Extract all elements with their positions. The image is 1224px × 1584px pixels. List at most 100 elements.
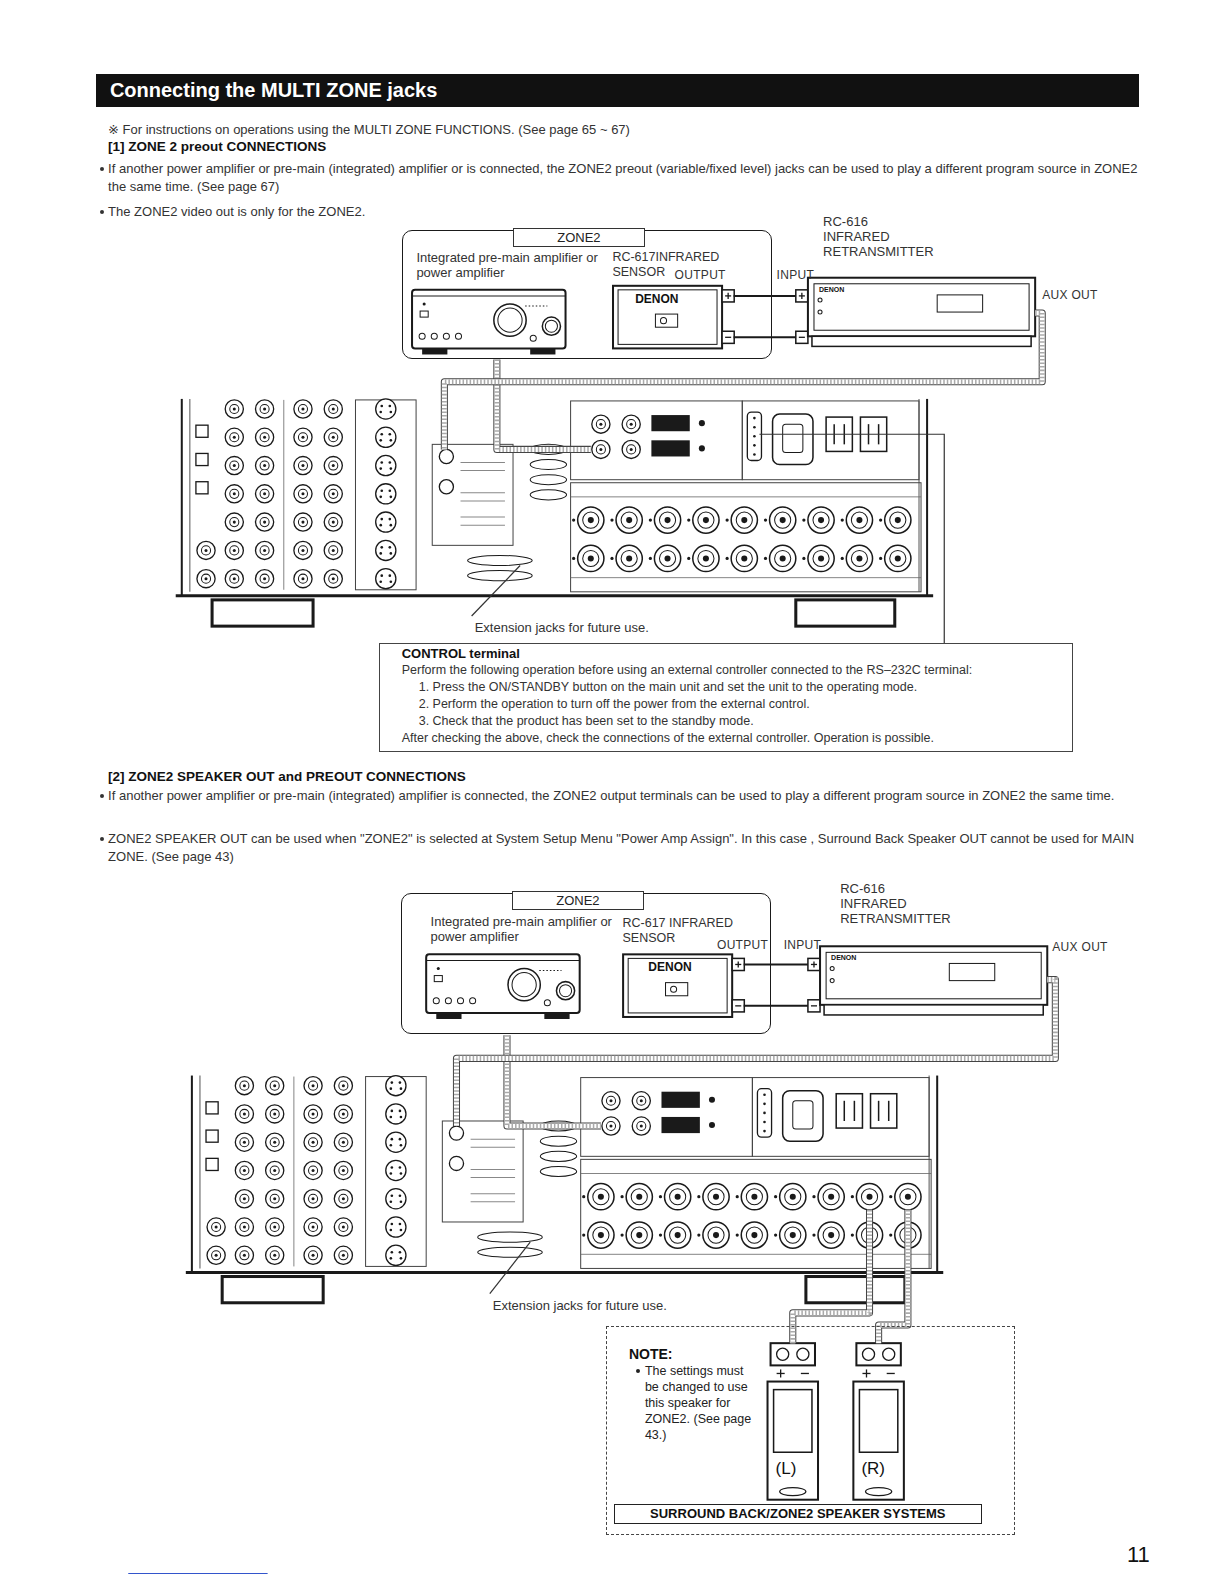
rca-jack bbox=[263, 464, 266, 467]
panel-edge bbox=[926, 399, 928, 596]
rca-jack bbox=[260, 404, 269, 413]
rca-jack bbox=[324, 541, 342, 559]
s-video-pin bbox=[390, 1116, 393, 1119]
speaker-terminal bbox=[593, 1227, 609, 1243]
speaker-cabinet bbox=[859, 1390, 897, 1453]
s-video-jack bbox=[376, 484, 396, 504]
rca-jack bbox=[235, 1105, 253, 1123]
speaker-clip bbox=[651, 415, 689, 431]
zone-label: ZONE2 bbox=[512, 891, 644, 910]
speaker-terminal bbox=[818, 517, 824, 523]
amplifier-body bbox=[412, 295, 566, 296]
amplifier-body bbox=[412, 290, 566, 349]
rca-jack bbox=[233, 521, 236, 524]
amplifier-body bbox=[426, 954, 580, 1013]
speaker-terminal bbox=[741, 1222, 767, 1248]
terminal-dot bbox=[697, 1233, 700, 1236]
speaker-terminal bbox=[905, 1194, 911, 1200]
terminal-dot bbox=[697, 1195, 700, 1198]
control-jack-block bbox=[442, 1121, 523, 1222]
speaker-terminal bbox=[797, 1348, 809, 1360]
panel-edge bbox=[199, 1076, 200, 1269]
s-video-pin bbox=[380, 518, 383, 521]
rca-jack bbox=[225, 513, 243, 531]
s-video-jack bbox=[386, 1217, 406, 1237]
rca-jack bbox=[599, 448, 602, 451]
terminal-sign bbox=[799, 337, 805, 338]
rca-jack bbox=[329, 461, 338, 470]
terminal-label: INPUT bbox=[777, 268, 815, 282]
terminal-dot bbox=[774, 1195, 777, 1198]
rca-jack bbox=[622, 415, 640, 433]
wire-terminal bbox=[808, 1000, 820, 1012]
rca-jack bbox=[309, 1109, 318, 1118]
rca-jack bbox=[230, 518, 239, 527]
s-video-pin bbox=[391, 1251, 394, 1254]
terminal-dot bbox=[802, 518, 805, 521]
speaker-cabinet bbox=[774, 1390, 812, 1453]
rca-jack bbox=[342, 1169, 345, 1172]
rca-jack bbox=[339, 1166, 348, 1175]
rca-jack bbox=[230, 574, 239, 583]
s-video-pin bbox=[399, 1194, 402, 1197]
amplifier bbox=[426, 954, 580, 1019]
s-video-pin bbox=[389, 489, 392, 492]
speaker-terminal bbox=[698, 550, 714, 566]
port-pin bbox=[763, 1093, 766, 1096]
sensor-body bbox=[628, 958, 727, 1013]
rca-jack bbox=[266, 1190, 284, 1208]
rca-jack bbox=[298, 574, 307, 583]
rca-jack bbox=[212, 1251, 221, 1260]
leader-line bbox=[759, 434, 944, 643]
rca-jack bbox=[309, 1081, 318, 1090]
s-video-pin bbox=[379, 524, 382, 527]
indicator bbox=[423, 302, 426, 305]
terminal-sign bbox=[813, 961, 814, 967]
speaker-terminal bbox=[890, 512, 906, 528]
caption-text: SURROUND BACK/ZONE2 SPEAKER SYSTEMS bbox=[615, 1505, 981, 1523]
s-video-pin bbox=[379, 496, 382, 499]
speaker-terminal bbox=[703, 1184, 729, 1210]
rca-jack bbox=[596, 445, 605, 454]
speaker-terminal bbox=[731, 545, 757, 571]
rca-jack bbox=[339, 1251, 348, 1260]
rca-jack bbox=[298, 404, 307, 413]
speaker-terminal bbox=[670, 1227, 686, 1243]
s-video-jack bbox=[386, 1189, 406, 1209]
speaker-terminal bbox=[626, 517, 632, 523]
rca-jack bbox=[637, 1096, 646, 1105]
print-line bbox=[471, 1201, 515, 1202]
rca-jack bbox=[266, 1105, 284, 1123]
s-video-pin bbox=[379, 467, 382, 470]
small-knob bbox=[445, 998, 451, 1004]
cable bbox=[444, 313, 1042, 449]
volume-knob bbox=[498, 308, 522, 332]
speaker-terminal bbox=[636, 1232, 642, 1238]
terminal-sign bbox=[738, 961, 739, 967]
rca-jack bbox=[260, 518, 269, 527]
terminal-dot bbox=[841, 518, 844, 521]
terminal-dot bbox=[709, 1097, 715, 1103]
rca-jack bbox=[201, 574, 210, 583]
s-video-pin bbox=[400, 1144, 403, 1147]
terminal-dot bbox=[774, 1233, 777, 1236]
rca-jack bbox=[606, 1121, 615, 1130]
note-text: NOTE: bbox=[629, 1345, 1014, 1363]
terminal-dot bbox=[620, 1233, 623, 1236]
amplifier-box: Integrated pre-main amplifier or power a… bbox=[431, 914, 618, 1015]
separator bbox=[571, 577, 921, 578]
print-line bbox=[461, 525, 505, 526]
s-video-pin bbox=[380, 574, 383, 577]
rca-jack bbox=[256, 541, 274, 559]
terminal-label: AUX OUT bbox=[1052, 940, 1107, 954]
speaker-terminal bbox=[713, 1194, 719, 1200]
s-video-pin bbox=[391, 1223, 394, 1226]
rca-jack bbox=[230, 404, 239, 413]
rca-jack bbox=[342, 1254, 345, 1257]
remote-jack bbox=[449, 1156, 463, 1170]
rca-jack bbox=[301, 492, 304, 495]
speaker-terminal bbox=[626, 1222, 652, 1248]
rca-jack bbox=[235, 1218, 253, 1236]
speaker-terminal bbox=[741, 1184, 767, 1210]
terminal-dot bbox=[736, 1195, 739, 1198]
